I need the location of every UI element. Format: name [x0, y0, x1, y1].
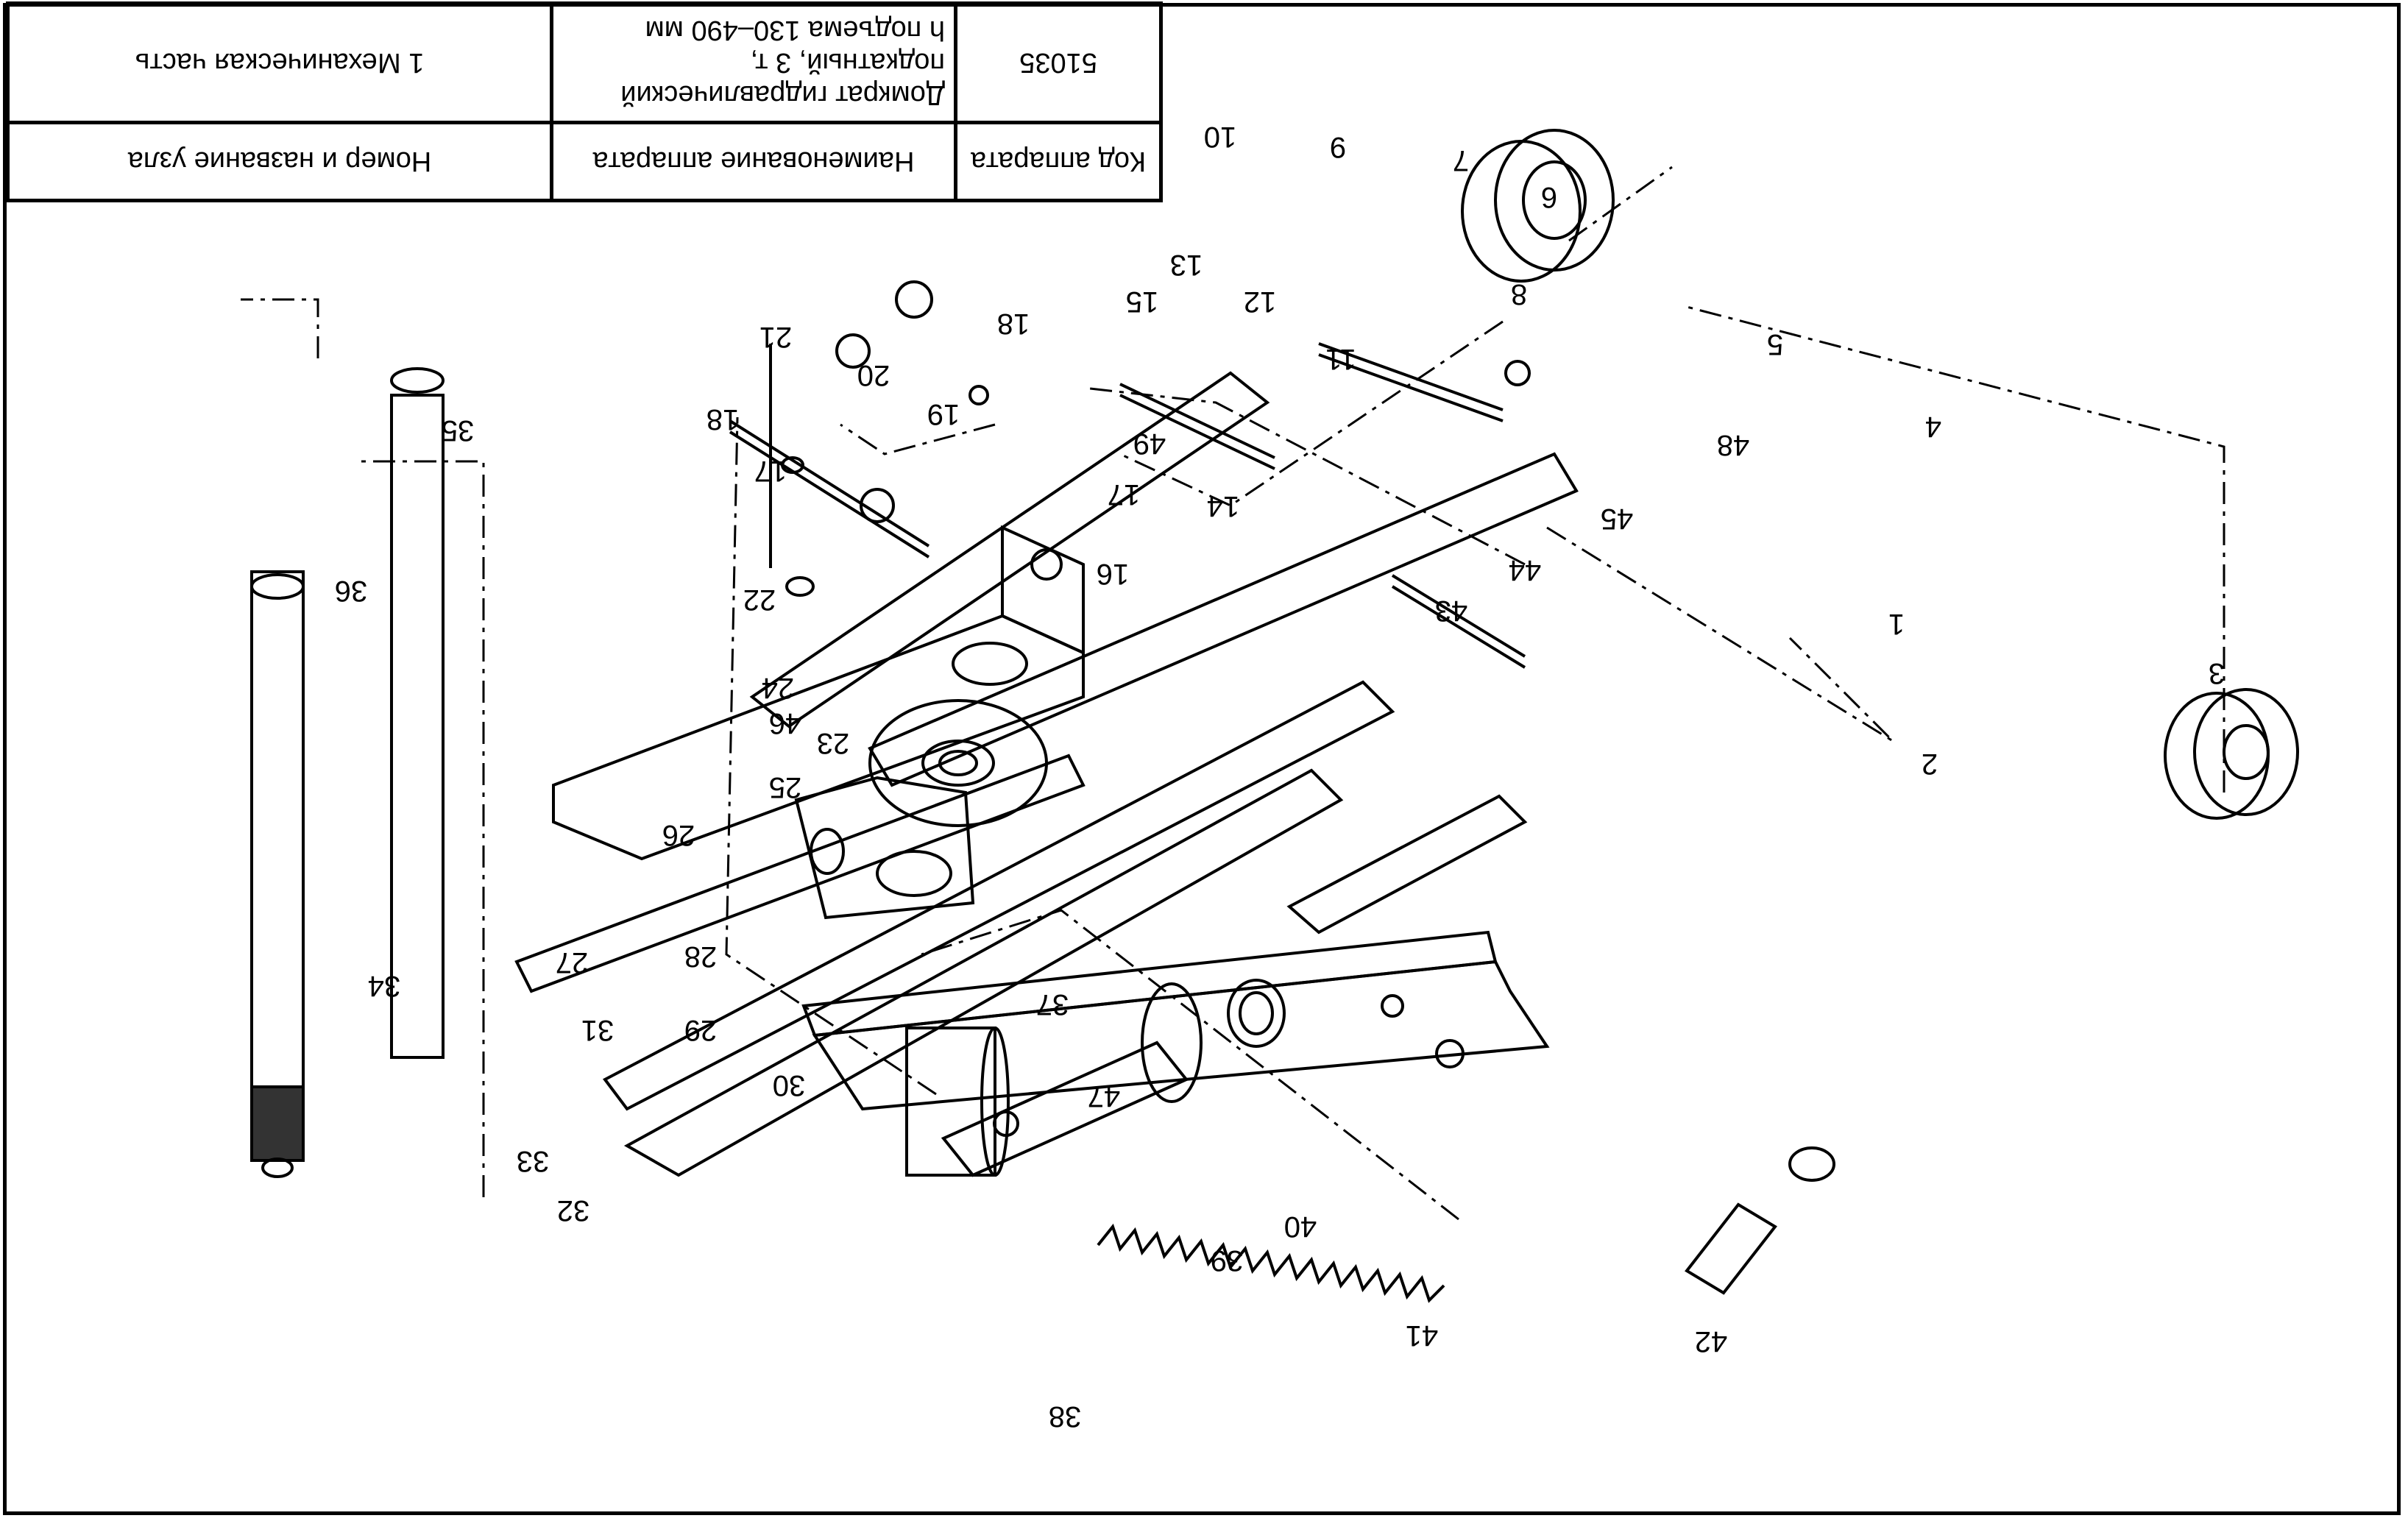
- callout-16: 16: [1097, 558, 1130, 590]
- spring-and-bolt: [1097, 1146, 1835, 1303]
- callout-36: 36: [335, 575, 368, 607]
- callout-labels: 1 2 3 4 5 6 7 8 9 10 11 12 13 14 15 16 1…: [335, 121, 2225, 1433]
- callout-22: 22: [743, 584, 776, 616]
- callout-31: 31: [581, 1014, 615, 1046]
- callout-49: 49: [1133, 428, 1166, 460]
- callout-28: 28: [684, 940, 718, 973]
- rods: [729, 342, 1526, 669]
- callout-19: 19: [927, 398, 960, 430]
- callout-29: 29: [684, 1014, 718, 1046]
- callout-4: 4: [1925, 411, 1941, 443]
- callout-6: 6: [1541, 181, 1557, 213]
- callout-18a: 18: [997, 308, 1030, 340]
- callout-7: 7: [1453, 144, 1469, 177]
- callout-17b: 17: [754, 455, 787, 487]
- callout-9: 9: [1330, 131, 1346, 163]
- callout-30: 30: [773, 1069, 806, 1102]
- callout-41: 41: [1406, 1319, 1439, 1352]
- callout-1: 1: [1888, 608, 1905, 640]
- callout-48: 48: [1717, 429, 1750, 461]
- frame-assembly: [602, 680, 1550, 1177]
- callout-23: 23: [817, 727, 850, 759]
- callout-25: 25: [769, 771, 802, 804]
- callout-11: 11: [1325, 343, 1356, 375]
- callout-43: 43: [1435, 595, 1468, 627]
- wheels: [1461, 129, 2299, 820]
- callout-26: 26: [662, 819, 695, 851]
- callout-27: 27: [556, 946, 589, 979]
- callout-33: 33: [517, 1145, 550, 1177]
- callout-18b: 18: [707, 403, 740, 436]
- callout-24: 24: [762, 672, 795, 704]
- callout-42: 42: [1695, 1325, 1728, 1358]
- handle-tubes: [250, 367, 445, 1178]
- callout-17a: 17: [1108, 478, 1141, 511]
- valve-group: [769, 280, 989, 597]
- lift-arm: [552, 525, 1085, 861]
- callout-45: 45: [1601, 503, 1634, 535]
- pump-unit: [905, 979, 1286, 1177]
- callout-2: 2: [1922, 748, 1938, 780]
- callout-47: 47: [1088, 1080, 1121, 1113]
- handle-socket: [794, 776, 975, 920]
- callout-40: 40: [1284, 1210, 1317, 1243]
- callout-21: 21: [759, 321, 793, 353]
- links: [514, 333, 1579, 993]
- callout-39: 39: [1211, 1244, 1244, 1277]
- callout-15: 15: [1126, 286, 1159, 318]
- callout-8: 8: [1511, 278, 1527, 311]
- callout-20: 20: [857, 359, 890, 391]
- callout-3: 3: [2209, 657, 2225, 689]
- callout-13: 13: [1170, 249, 1203, 281]
- callout-10: 10: [1204, 121, 1237, 153]
- callout-14: 14: [1207, 490, 1240, 522]
- assembly-lines: [241, 166, 2225, 1221]
- callout-34: 34: [368, 970, 401, 1002]
- callout-37: 37: [1036, 988, 1069, 1021]
- callout-5: 5: [1767, 328, 1783, 361]
- sheet-frame: [3, 3, 2401, 1515]
- callout-35: 35: [442, 414, 475, 447]
- callout-38: 38: [1049, 1400, 1082, 1433]
- callout-12: 12: [1244, 286, 1277, 318]
- callout-32: 32: [557, 1194, 590, 1227]
- callout-46: 46: [769, 707, 802, 740]
